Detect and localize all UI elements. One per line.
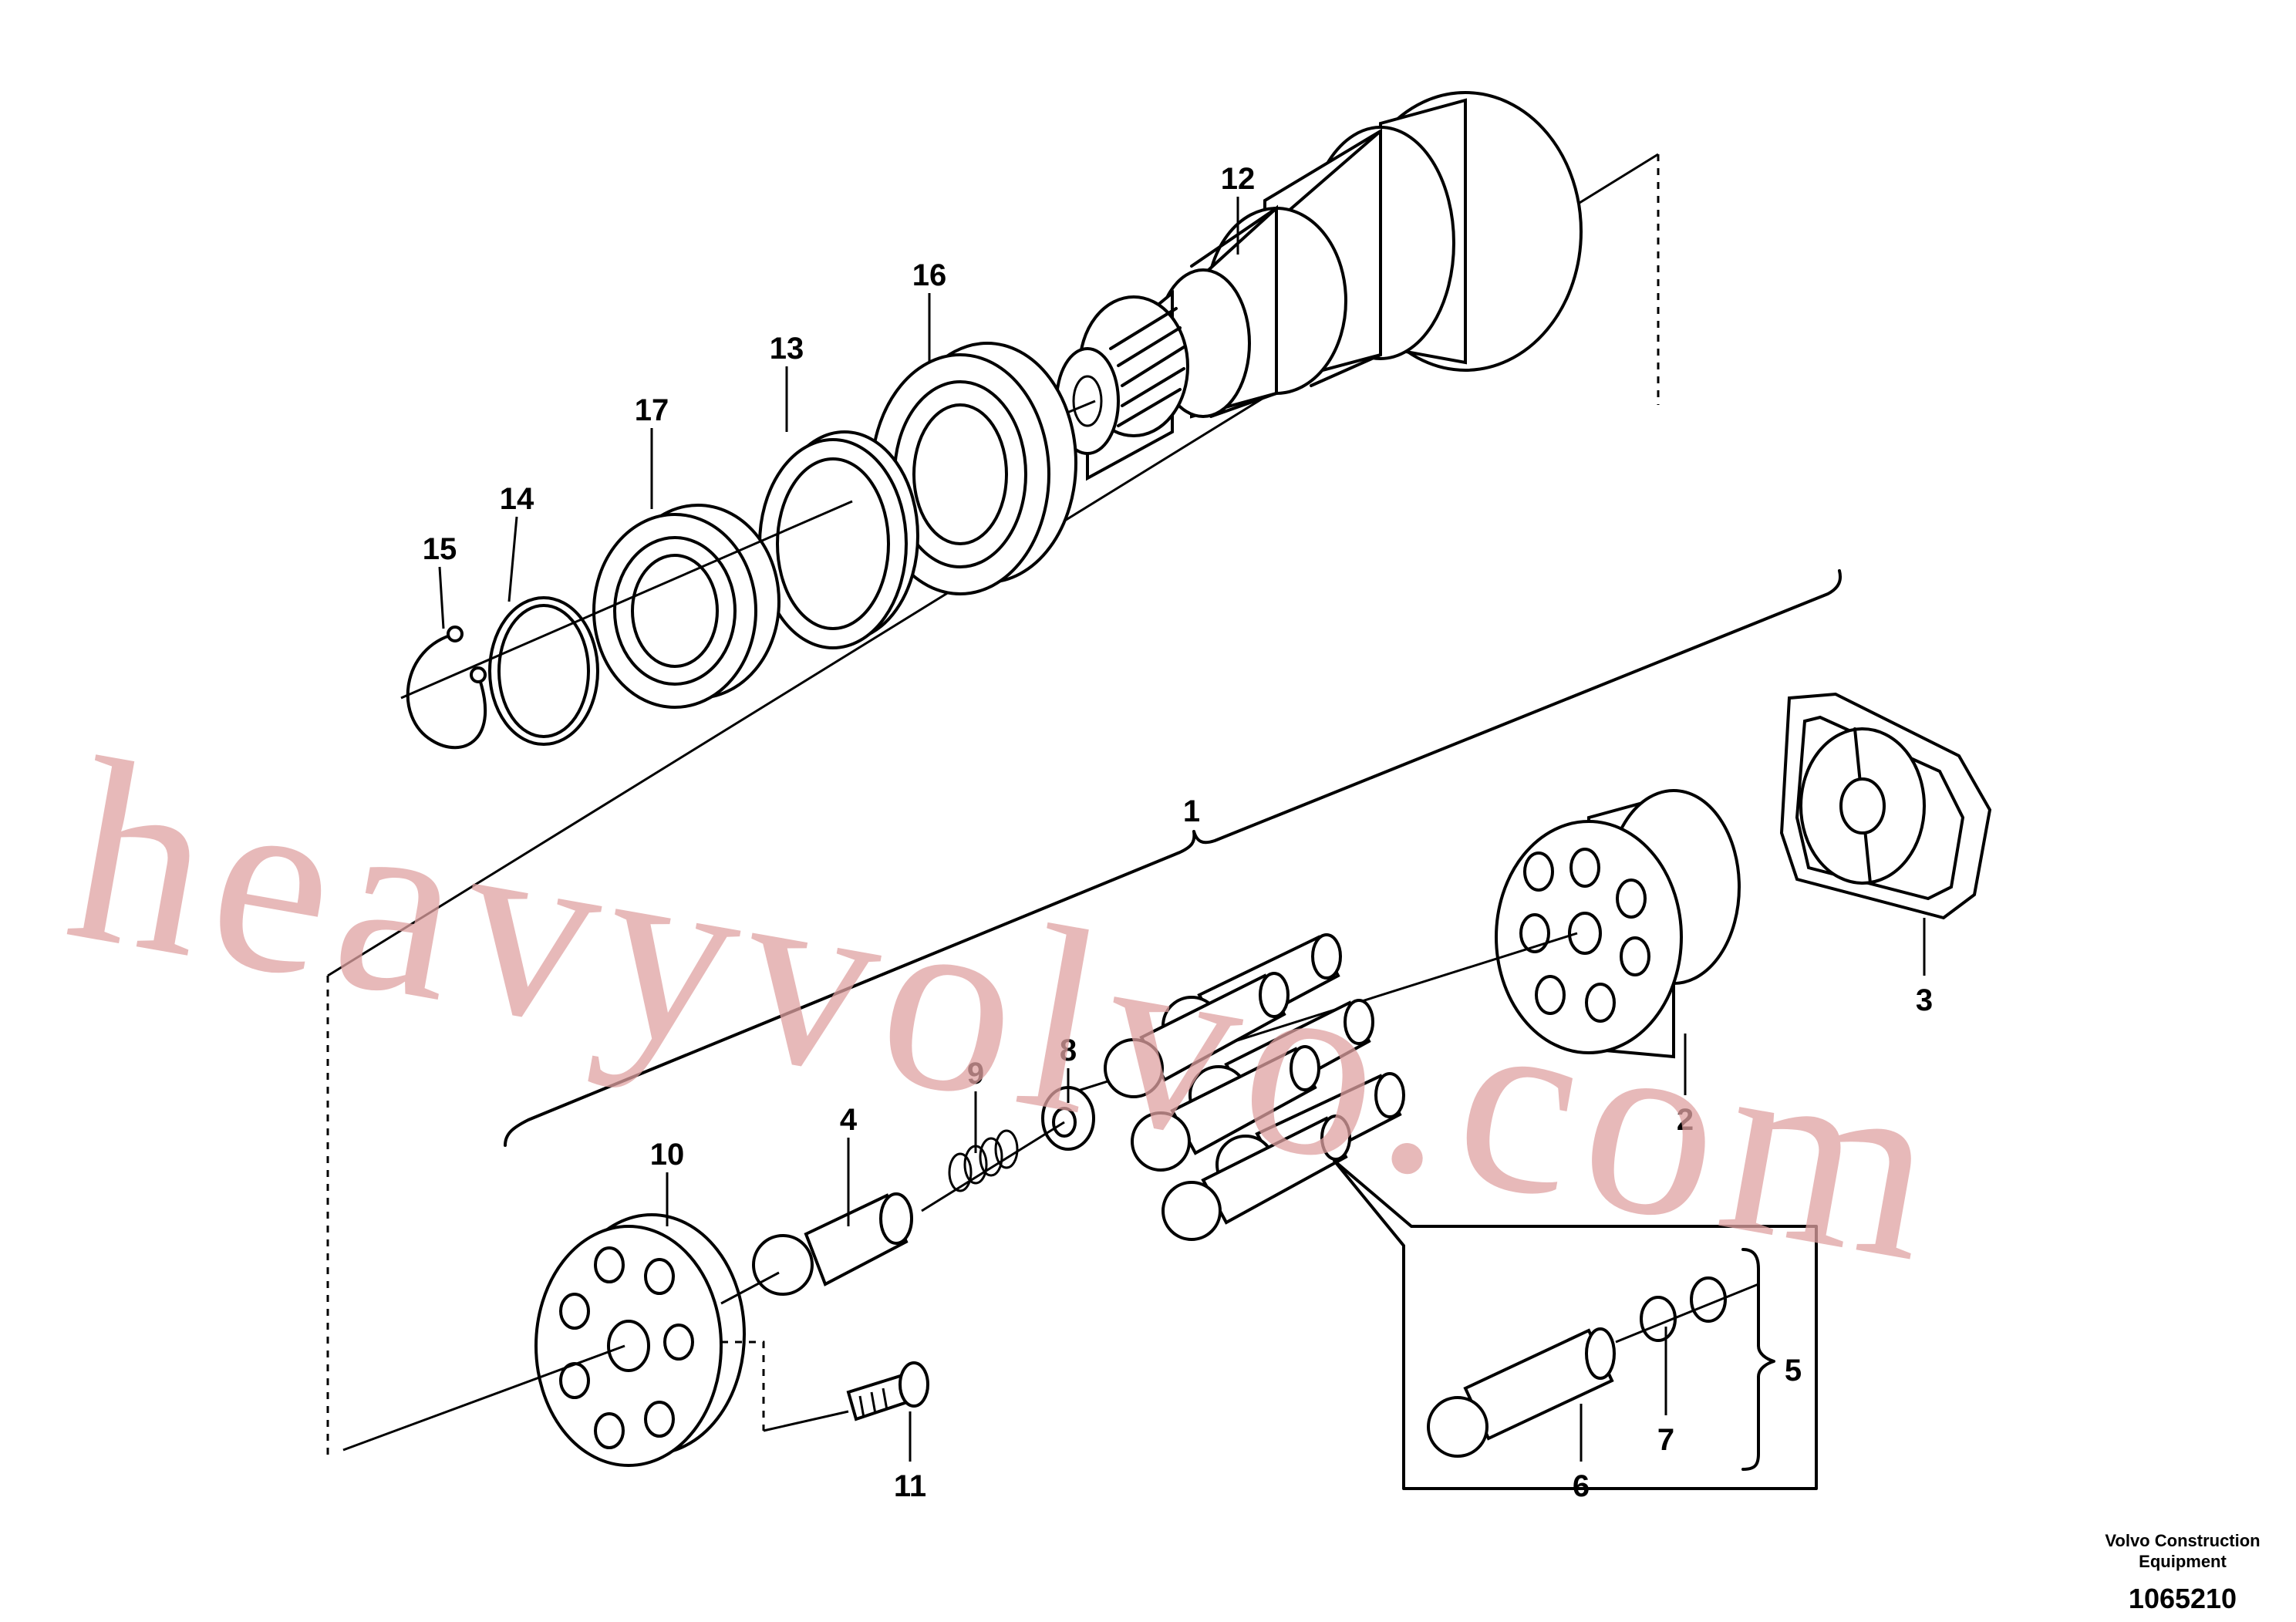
callout-labels: 1 2 3 4 5 6 7 8 9 10 11 12 13 14 15 16 1… bbox=[423, 162, 1933, 1503]
callout-14: 14 bbox=[500, 482, 534, 516]
callout-15: 15 bbox=[423, 532, 457, 566]
washer-8 bbox=[1041, 1086, 1095, 1151]
drawing-number: 1065210 bbox=[2129, 1583, 2237, 1614]
company-name-line1: Volvo Construction bbox=[2105, 1531, 2260, 1550]
callout-9: 9 bbox=[967, 1057, 984, 1091]
retainer-plate-10 bbox=[534, 1213, 746, 1467]
callout-6: 6 bbox=[1573, 1469, 1590, 1503]
leader-lines bbox=[438, 197, 1926, 1462]
roller-bearing-16 bbox=[870, 342, 1077, 595]
piston-group bbox=[1104, 933, 1405, 1241]
callout-12: 12 bbox=[1221, 162, 1256, 196]
spring-9 bbox=[948, 1129, 1019, 1192]
callout-11: 11 bbox=[894, 1469, 926, 1503]
callout-2: 2 bbox=[1677, 1103, 1694, 1137]
callout-5: 5 bbox=[1785, 1354, 1802, 1388]
circlip-15 bbox=[406, 626, 487, 750]
snap-ring-14 bbox=[488, 596, 599, 746]
valve-plate-3 bbox=[1779, 692, 1992, 920]
callout-8: 8 bbox=[1060, 1034, 1077, 1067]
drive-shaft bbox=[1055, 91, 1583, 481]
callout-3: 3 bbox=[1916, 983, 1933, 1017]
company-name-line2: Equipment bbox=[2139, 1552, 2227, 1571]
detail-inset bbox=[1333, 1159, 1818, 1490]
callout-13: 13 bbox=[770, 332, 804, 366]
callout-1: 1 bbox=[1183, 794, 1200, 828]
footer: Volvo Construction Equipment 1065210 bbox=[2105, 1531, 2260, 1614]
callout-4: 4 bbox=[840, 1103, 858, 1137]
cylinder-block-2 bbox=[1495, 789, 1741, 1059]
ring-13 bbox=[758, 430, 919, 649]
callout-7: 7 bbox=[1657, 1423, 1674, 1457]
callout-17: 17 bbox=[635, 393, 669, 427]
pin-4 bbox=[752, 1192, 913, 1296]
bolt-11 bbox=[846, 1361, 929, 1421]
callout-16: 16 bbox=[912, 258, 947, 292]
callout-10: 10 bbox=[650, 1138, 685, 1172]
group-bracket-1 bbox=[504, 569, 1843, 1147]
roller-bearing-17 bbox=[592, 504, 781, 709]
